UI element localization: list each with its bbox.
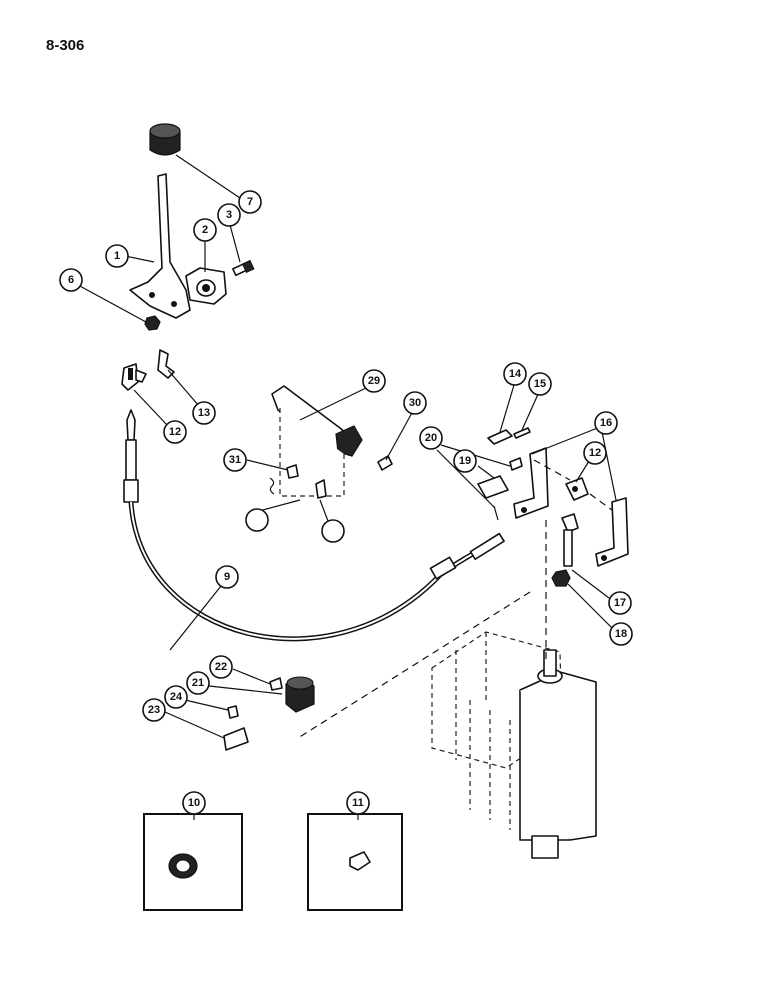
callout-12-right: 12 [583,441,607,465]
svg-text:31: 31 [229,454,241,466]
callout-30 [321,519,345,543]
svg-text:13: 13 [198,407,210,419]
svg-text:21: 21 [192,677,204,689]
svg-text:19: 19 [459,455,471,467]
callout-16: 16 [594,411,618,435]
callout-23: 23 [142,698,166,722]
callout-28: 30 [403,391,427,415]
svg-text:14: 14 [509,368,522,380]
callout-7: 7 [238,190,262,214]
svg-text:30: 30 [409,397,421,409]
svg-text:23: 23 [148,704,160,716]
callout-10: 10 [182,791,206,815]
svg-text:15: 15 [534,378,546,390]
callout-21: 21 [186,671,210,695]
svg-text:10: 10 [188,797,200,809]
svg-text:12: 12 [589,447,601,459]
callout-20: 20 [419,426,443,450]
control-valve-part [431,631,597,859]
svg-text:7: 7 [247,196,253,208]
detent-small-parts [269,455,393,499]
callout-31 [245,508,269,532]
callout-19: 19 [453,449,477,473]
svg-text:3: 3 [226,209,232,221]
callout-11: 11 [346,791,370,815]
callout-6: 6 [59,268,83,292]
callout-12-left: 12 [163,420,187,444]
callout-22: 22 [209,655,233,679]
svg-text:9: 9 [224,571,230,583]
insert-box-10 [143,813,243,911]
detent-bracket-part [271,385,363,497]
connection-lines [297,459,613,739]
bolt-part [232,259,255,277]
insert-box-11 [307,813,403,911]
pivot-part [185,267,227,305]
page-number: 8-306 [46,37,85,54]
callout-24: 24 [164,685,188,709]
callout-2: 2 [193,218,217,242]
callout-18: 18 [609,622,633,646]
callout-9: 9 [215,565,239,589]
svg-text:16: 16 [600,417,612,429]
callout-3: 3 [217,203,241,227]
svg-text:20: 20 [425,432,437,444]
callout-27: 29 [362,369,386,393]
leader-lines [77,154,617,820]
svg-text:1: 1 [114,250,120,262]
svg-text:18: 18 [615,628,627,640]
svg-text:29: 29 [368,375,380,387]
callout-29: 31 [223,448,247,472]
lever-part [129,173,191,319]
nut-part [144,315,161,331]
svg-text:22: 22 [215,661,227,673]
clevis-part [121,363,147,391]
svg-text:11: 11 [352,797,364,809]
callout-13: 13 [192,401,216,425]
cable-part [123,409,505,642]
svg-text:24: 24 [170,691,183,703]
callout-15: 15 [528,372,552,396]
knob-part [149,123,181,156]
svg-text:6: 6 [68,274,74,286]
knob-assembly-part [223,676,315,751]
svg-text:17: 17 [614,597,626,609]
svg-text:12: 12 [169,426,181,438]
fitting-part [157,349,175,379]
callout-14: 14 [503,362,527,386]
callout-17: 17 [608,591,632,615]
callout-1: 1 [105,244,129,268]
svg-text:2: 2 [202,224,208,236]
